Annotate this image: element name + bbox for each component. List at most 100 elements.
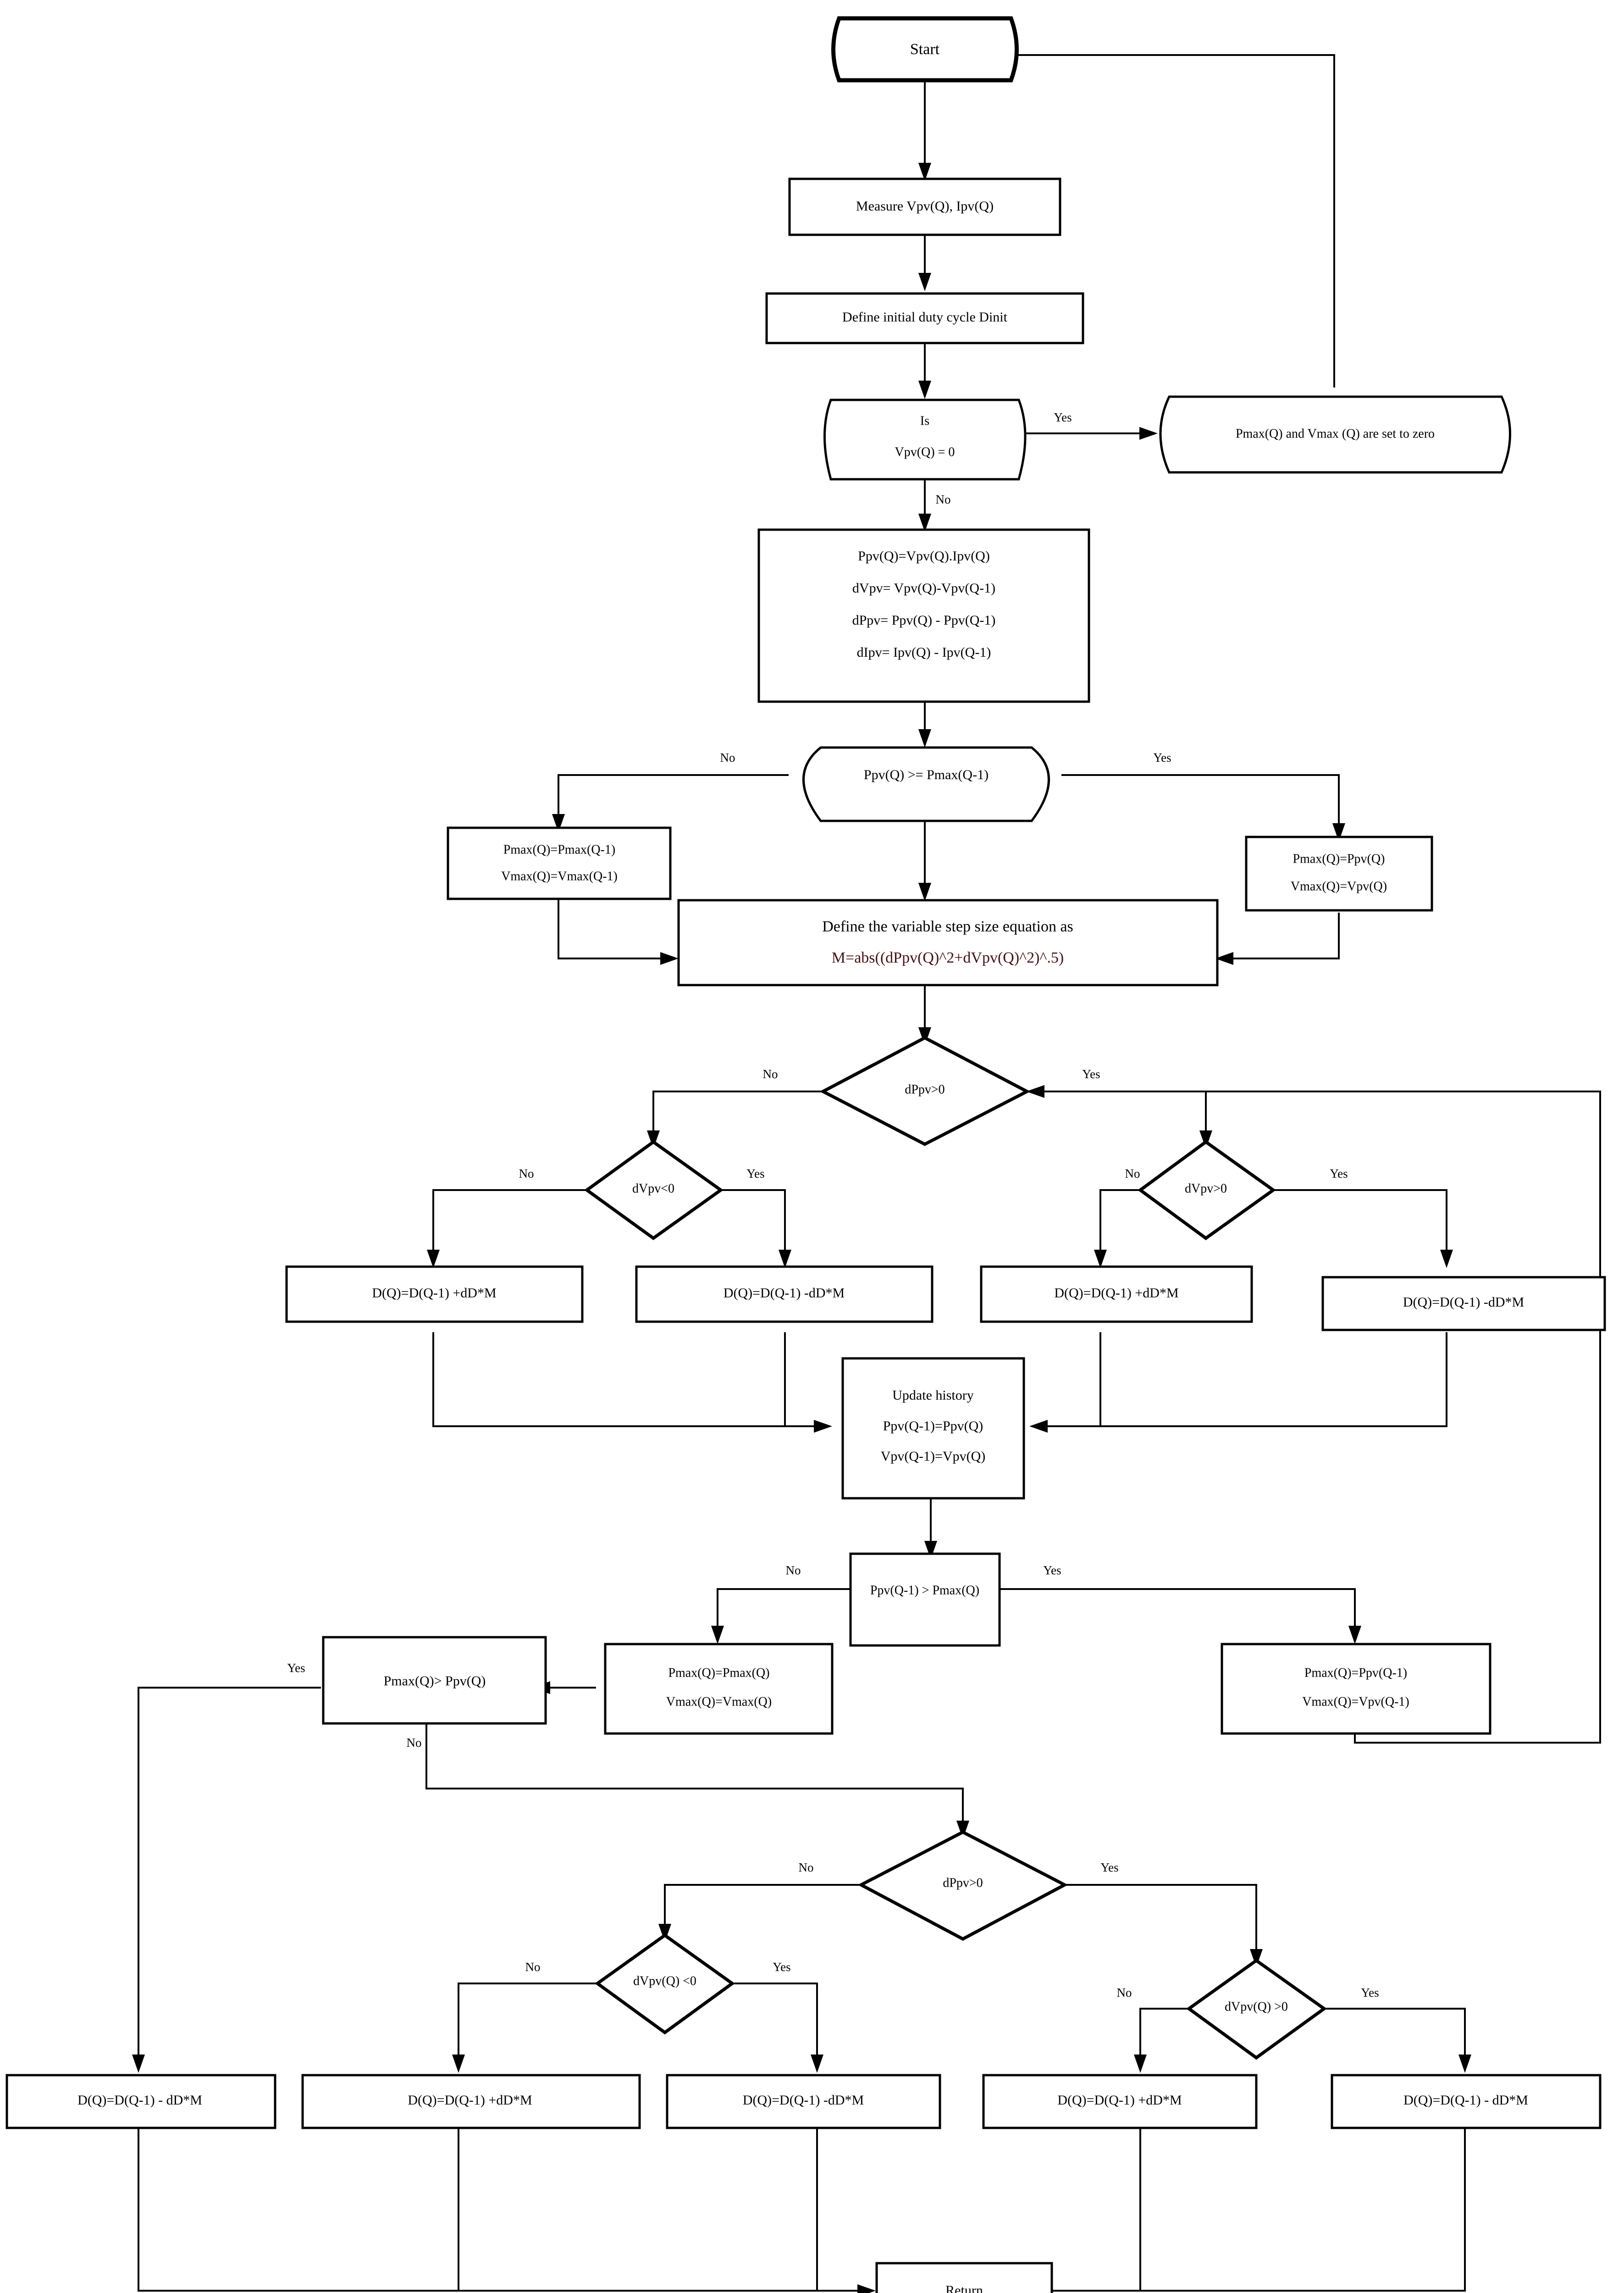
node-measure[interactable]: Measure Vpv(Q), Ipv(Q) [788, 177, 1061, 236]
is-vpv-zero-line1: Is [920, 414, 929, 428]
edge-dutyc-to-update [1041, 1332, 1101, 1427]
compute-line-1: dVpv= Vpv(Q)-Vpv(Q-1) [852, 581, 995, 596]
node-compute[interactable]: Ppv(Q)=Vpv(Q).Ipv(Q) dVpv= Vpv(Q)-Vpv(Q-… [757, 528, 1090, 703]
node-duty-a[interactable]: D(Q)=D(Q-1) +dD*M [285, 1265, 584, 1323]
start-shape [831, 16, 1019, 83]
edge-dvpv2-no [1099, 1189, 1140, 1257]
node-duty-b[interactable]: D(Q)=D(Q-1) -dD*M [635, 1265, 934, 1323]
edge-setpmax-to-step [1226, 913, 1340, 959]
label-dvpv-lt1-yes: Yes [746, 1167, 764, 1180]
dppv1-label: dPpv>0 [905, 1082, 945, 1097]
duty-g-label: D(Q)=D(Q-1) -dD*M [743, 2093, 864, 2108]
edge-dvpvq-gt-yes [1323, 2008, 1466, 2061]
arrowhead-update-cmpprev [924, 1541, 937, 1559]
node-set-pmax2[interactable]: Pmax(Q)=Ppv(Q-1) Vmax(Q)=Vpv(Q-1) [1221, 1643, 1491, 1735]
arrowhead-dutyc-update [1029, 1420, 1048, 1433]
edge-dvpvq-gt-no [1139, 2008, 1190, 2061]
node-hold-pmax2[interactable]: Pmax(Q)=Pmax(Q) Vmax(Q)=Vmax(Q) [604, 1643, 834, 1735]
label-dvpv-lt2-no: No [525, 1960, 541, 1974]
node-set-pmax[interactable]: Pmax(Q)=Ppv(Q) Vmax(Q)=Vpv(Q) [1245, 836, 1433, 912]
dvpv-gt1-shape [1138, 1140, 1276, 1241]
label-dvpv-lt1-no: No [519, 1167, 534, 1180]
edge-dppv2-yes [1064, 1884, 1257, 1956]
node-duty-g[interactable]: D(Q)=D(Q-1) -dD*M [666, 2074, 941, 2129]
node-duty-e[interactable]: D(Q)=D(Q-1) - dD*M [6, 2074, 276, 2129]
duty-c-shape [980, 1265, 1253, 1323]
arrowhead-dvpvq-lt-no [452, 2055, 465, 2073]
duty-h-shape [982, 2074, 1258, 2129]
label-dppv1-yes: Yes [1082, 1067, 1100, 1081]
hold-pmax2-line-0: Pmax(Q)=Pmax(Q) [668, 1666, 769, 1680]
node-start[interactable]: Start [831, 16, 1019, 83]
cmp-prev-label: Ppv(Q-1) > Pmax(Q) [870, 1583, 979, 1597]
label-dvpv-gt1-yes: Yes [1330, 1167, 1348, 1180]
set-zero-label: Pmax(Q) and Vmax (Q) are set to zero [1236, 426, 1435, 441]
edge-cmp-no [558, 774, 789, 821]
label-pmaxppv-no: No [407, 1736, 422, 1750]
return-label: Return [945, 2283, 983, 2293]
node-step-size[interactable]: Define the variable step size equation a… [677, 899, 1219, 986]
arrowhead-cmppmaxppv-yes [132, 2055, 145, 2073]
label-dvpv-gt2-no: No [1117, 1986, 1132, 1999]
arrowhead-dvpvq-lt-yes [811, 2055, 823, 2073]
node-define-duty[interactable]: Define initial duty cycle Dinit [765, 292, 1084, 344]
node-duty-d[interactable]: D(Q)=D(Q-1) -dD*M [1321, 1276, 1606, 1331]
node-cmp-pmax[interactable]: Ppv(Q) >= Pmax(Q-1) [802, 746, 1050, 822]
node-dvpv-gt-zero-2[interactable]: dVpv(Q) >0 [1186, 1958, 1327, 2060]
edge-cmppmaxppv-no [425, 1724, 964, 1828]
node-dppv-gt-zero-1[interactable]: dPpv>0 [819, 1036, 1031, 1146]
hold-pmax2-shape [604, 1643, 834, 1735]
edge-dvpv1-no [432, 1189, 587, 1257]
arrowhead-duty-isvpv [918, 381, 931, 399]
node-duty-c[interactable]: D(Q)=D(Q-1) +dD*M [980, 1265, 1253, 1323]
duty-e-label: D(Q)=D(Q-1) - dD*M [77, 2093, 202, 2108]
duty-a-label: D(Q)=D(Q-1) +dD*M [372, 1285, 496, 1301]
edge-cmpprev-yes [1000, 1588, 1356, 1633]
node-dppv-gt-zero-2[interactable]: dPpv>0 [857, 1830, 1068, 1941]
set-pmax2-line-1: Vmax(Q)=Vpv(Q-1) [1302, 1695, 1409, 1709]
dvpv-gt1-label: dVpv>0 [1185, 1181, 1227, 1196]
hold-pmax2-line-1: Vmax(Q)=Vmax(Q) [666, 1695, 772, 1709]
node-hold-pmax[interactable]: Pmax(Q)=Pmax(Q-1) Vmax(Q)=Vmax(Q-1) [447, 826, 672, 900]
node-update-history[interactable]: Update history Ppv(Q-1)=Ppv(Q) Vpv(Q-1)=… [841, 1357, 1025, 1500]
edge-setzero-loop-start [1000, 54, 1335, 388]
node-is-vpv-zero[interactable]: Is Vpv(Q) = 0 [823, 399, 1027, 481]
label-isvpv-no: No [936, 493, 951, 506]
duty-b-shape [635, 1265, 934, 1323]
node-cmp-pmax-ppv[interactable]: Pmax(Q)> Ppv(Q) [322, 1636, 547, 1725]
update-history-shape [841, 1357, 1025, 1500]
node-cmp-prev[interactable]: Ppv(Q-1) > Pmax(Q) [849, 1552, 1001, 1647]
arrowhead-compute-cmp [918, 729, 931, 748]
duty-b-label: D(Q)=D(Q-1) -dD*M [724, 1285, 845, 1301]
edge-holdpmax-to-step [558, 899, 667, 959]
step-size-line-0: Define the variable step size equation a… [822, 918, 1073, 935]
edge-dutyd-to-update [1100, 1332, 1447, 1427]
edge-cmp-yes [1061, 774, 1340, 830]
return-shape [875, 2262, 1053, 2293]
node-dvpv-lt-zero-2[interactable]: dVpv(Q) <0 [595, 1933, 735, 2035]
arrowhead-dvpv1-no [427, 1250, 440, 1268]
set-pmax2-line-0: Pmax(Q)=Ppv(Q-1) [1304, 1666, 1407, 1680]
node-duty-i[interactable]: D(Q)=D(Q-1) - dD*M [1331, 2074, 1602, 2129]
cmp-pmax-ppv-label: Pmax(Q)> Ppv(Q) [384, 1673, 486, 1689]
node-set-zero[interactable]: Pmax(Q) and Vmax (Q) are set to zero [1159, 395, 1511, 474]
dvpv-lt1-shape [584, 1140, 724, 1241]
edge-dvpv1-yes [720, 1189, 786, 1257]
compute-line-2: dPpv= Ppv(Q) - Ppv(Q-1) [852, 613, 996, 628]
node-duty-h[interactable]: D(Q)=D(Q-1) +dD*M [982, 2074, 1258, 2129]
arrowhead-dppv2-no [658, 1924, 671, 1942]
is-vpv-zero-shape [823, 399, 1027, 481]
node-duty-f[interactable]: D(Q)=D(Q-1) +dD*M [301, 2074, 641, 2129]
node-dvpv-gt-zero-1[interactable]: dVpv>0 [1138, 1140, 1276, 1241]
node-return[interactable]: Return [875, 2262, 1053, 2293]
compute-line-3: dIpv= Ipv(Q) - Ipv(Q-1) [857, 645, 991, 660]
node-dvpv-lt-zero-1[interactable]: dVpv<0 [584, 1140, 724, 1241]
label-cmp-yes: Yes [1153, 751, 1171, 764]
edge-cmpprev-no [717, 1588, 864, 1633]
duty-d-shape [1321, 1276, 1606, 1331]
dvpv-lt2-label: dVpv(Q) <0 [633, 1974, 696, 1988]
edge-dppv2-no [664, 1884, 862, 1931]
duty-e-shape [6, 2074, 276, 2129]
start-label: Start [910, 41, 940, 58]
arrowhead-cmpprev-yes [1348, 1626, 1361, 1644]
